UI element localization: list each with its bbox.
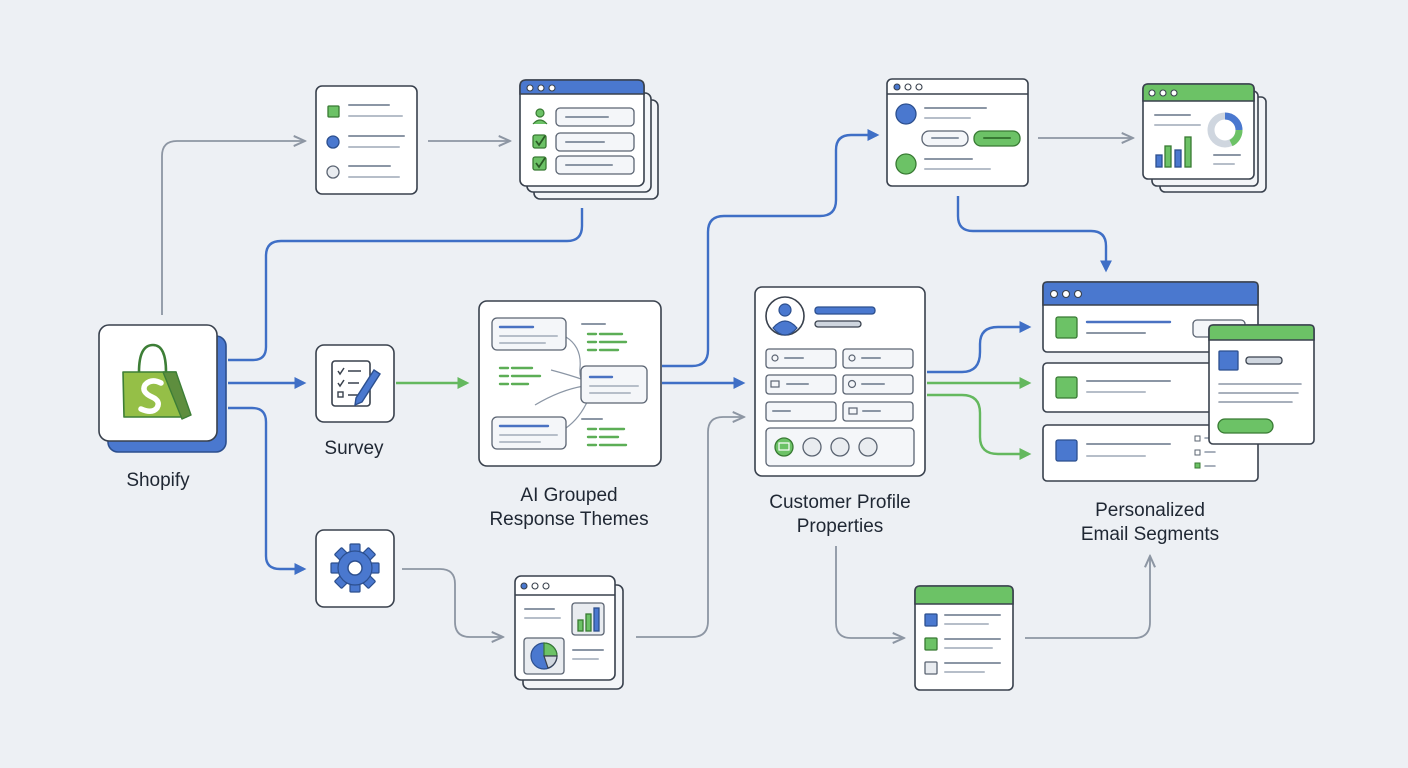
connector-profile-to-segment-3 — [927, 393, 1032, 460]
shopify-bag-icon — [122, 343, 192, 420]
label-personalized-line1: Personalized — [1095, 500, 1205, 521]
theme-cluster-graph — [491, 317, 648, 450]
message-channel-icon — [858, 437, 878, 457]
social-channel-icon — [802, 437, 822, 457]
connector-profile-to-segment-1 — [927, 321, 1032, 374]
label-shopify: Shopify — [126, 470, 190, 491]
analytics-dashboard-window[interactable] — [1142, 83, 1267, 193]
email-segments-node[interactable]: Personalized Email Segments — [1042, 281, 1315, 545]
linkedin-channel-icon — [830, 437, 850, 457]
customer-profile-node[interactable]: Customer Profile Properties — [754, 286, 926, 537]
email-cta-button[interactable] — [1217, 418, 1274, 434]
segment-list-window[interactable] — [914, 585, 1014, 691]
checklist-pencil-icon — [331, 360, 381, 407]
connector-profile-card-to-email — [956, 196, 1112, 273]
report-window[interactable] — [514, 575, 624, 690]
form-window[interactable] — [519, 79, 659, 200]
checklist-card[interactable] — [315, 85, 418, 195]
pie-chart-icon — [530, 642, 558, 670]
donut-chart-icon — [1207, 112, 1243, 148]
connectors — [161, 129, 1150, 639]
connector-list-to-email — [1025, 556, 1150, 639]
segment-row-3[interactable] — [1055, 439, 1078, 462]
gear-icon — [330, 543, 380, 593]
label-survey: Survey — [324, 438, 384, 459]
connector-form-to-shopify — [228, 208, 584, 362]
segment-row-1[interactable] — [1055, 316, 1078, 339]
connector-shopify-to-settings — [228, 406, 307, 575]
ai-grouped-themes-node[interactable]: AI Grouped Response Themes — [478, 300, 662, 530]
email-preview-popup[interactable] — [1208, 324, 1315, 445]
shopify-node[interactable]: Shopify — [98, 324, 227, 491]
label-ai-grouped-line1: AI Grouped — [520, 485, 617, 506]
connector-ai-to-profile-card — [662, 129, 880, 368]
segment-row-2[interactable] — [1055, 376, 1078, 399]
survey-node[interactable]: Survey — [315, 344, 395, 459]
connector-settings-to-report — [402, 568, 503, 637]
email-channel-icon — [774, 437, 794, 457]
label-personalized-line2: Email Segments — [1081, 524, 1219, 545]
label-customer-profile-line1: Customer Profile — [769, 492, 911, 513]
connector-shopify-to-checklist — [161, 141, 305, 315]
label-ai-grouped-line2: Response Themes — [489, 509, 648, 530]
label-customer-profile-line2: Properties — [797, 516, 884, 537]
connector-report-to-customer-profile — [636, 417, 744, 638]
user-icon — [532, 108, 548, 125]
profile-compare-window[interactable] — [886, 78, 1029, 187]
avatar-icon — [765, 296, 805, 336]
connector-profile-to-list — [835, 546, 904, 638]
settings-node[interactable] — [315, 529, 395, 608]
